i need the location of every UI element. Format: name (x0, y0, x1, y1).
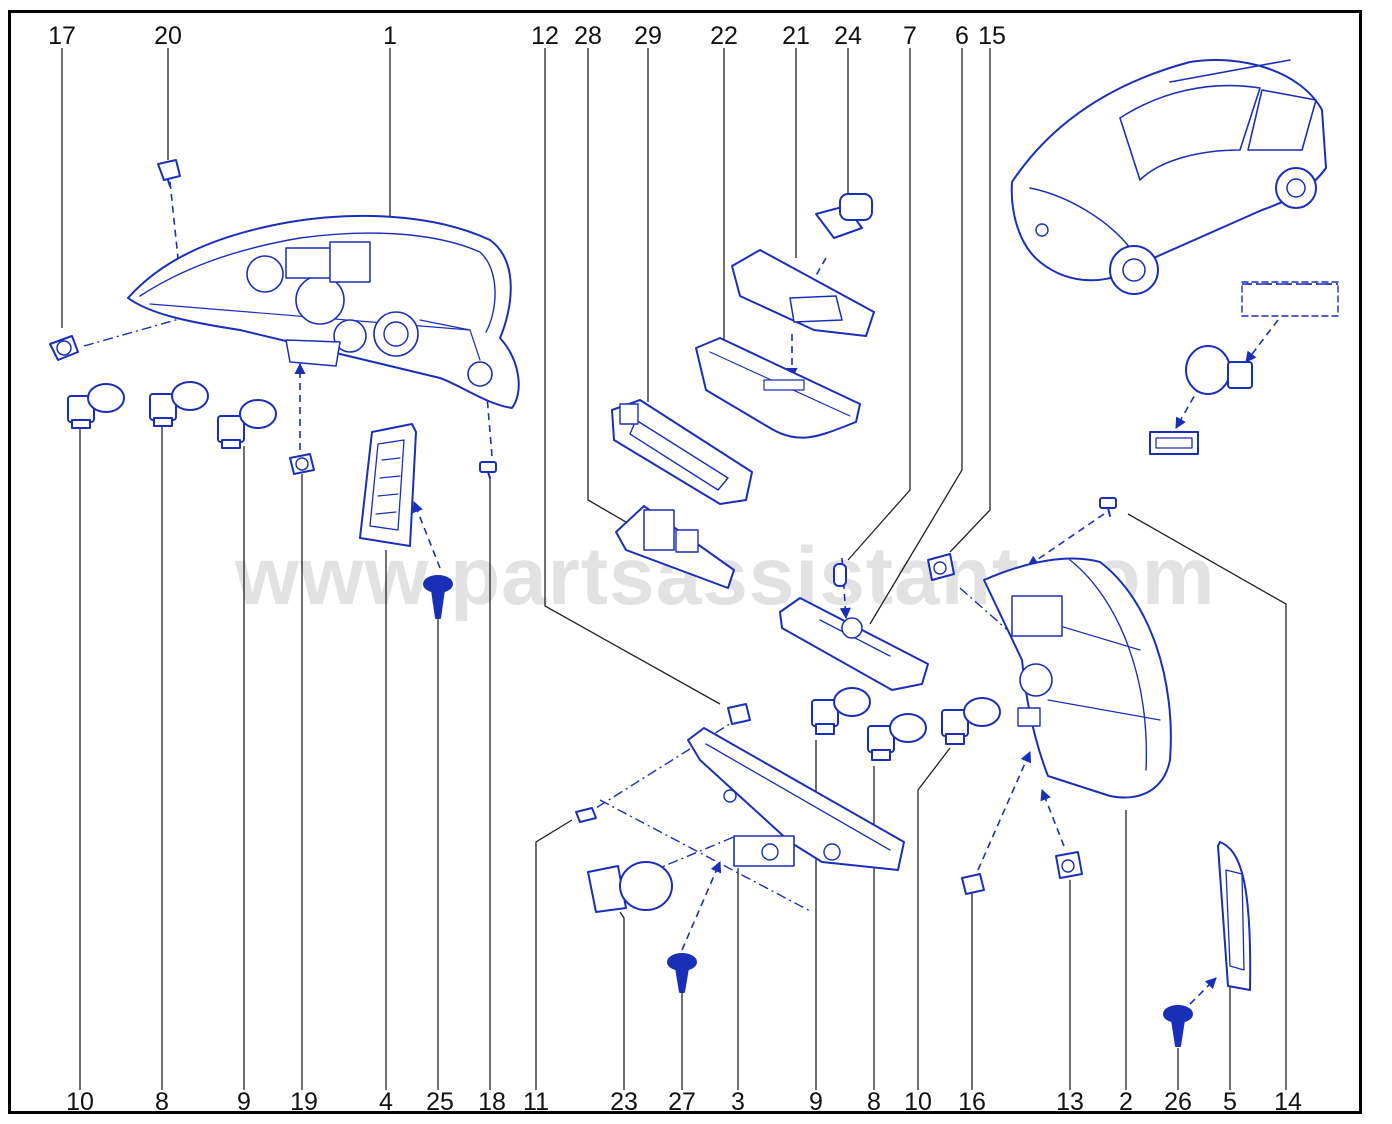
part-23-bulb (587, 861, 673, 913)
callout-21: 21 (782, 22, 810, 50)
callout-17: 17 (48, 22, 76, 50)
callout-8-right: 8 (867, 1088, 881, 1116)
callout-7: 7 (903, 22, 917, 50)
part-19-clip (289, 453, 315, 475)
callout-14: 14 (1274, 1088, 1302, 1116)
part-26-screw (1163, 1005, 1193, 1047)
callout-10-right: 10 (904, 1088, 932, 1116)
part-8-bulb-right (867, 713, 927, 761)
part-10-bulb-left (67, 383, 125, 429)
part-6-lamp (779, 597, 929, 691)
part-4-side-reflector (359, 423, 417, 547)
part-10-bulb-right (941, 697, 1001, 745)
part-1-headlamp (127, 214, 520, 409)
callout-9-left: 9 (237, 1088, 251, 1116)
callout-5: 5 (1223, 1088, 1237, 1116)
callout-15: 15 (978, 22, 1006, 50)
callout-6: 6 (955, 22, 969, 50)
callout-11: 11 (523, 1088, 549, 1116)
leader-lines (61, 48, 1287, 1090)
part-22-housing (695, 337, 861, 439)
callout-29: 29 (634, 22, 662, 50)
part-9-bulb-right (811, 687, 871, 735)
callout-12: 12 (531, 22, 559, 50)
callout-27: 27 (668, 1088, 696, 1116)
callout-2: 2 (1119, 1088, 1133, 1116)
part-25-screw (423, 575, 453, 619)
callout-9-right: 9 (809, 1088, 823, 1116)
part-20-clip (157, 159, 181, 187)
part-8-bulb-left (149, 381, 209, 427)
label-placeholder-box (1241, 281, 1339, 317)
part-3-rear-trim (687, 727, 905, 871)
vehicle-illustration (1010, 59, 1327, 295)
part-16-clip (961, 873, 985, 895)
callout-23: 23 (610, 1088, 638, 1116)
part-14-screw (1099, 497, 1117, 517)
callout-28: 28 (574, 22, 602, 50)
callout-16: 16 (958, 1088, 986, 1116)
diagram-frame (8, 10, 1362, 1114)
callout-4: 4 (379, 1088, 393, 1116)
callout-8-left: 8 (155, 1088, 169, 1116)
callout-10-left: 10 (66, 1088, 94, 1116)
part-28-plate-lamp (615, 505, 735, 589)
part-17-clip (49, 335, 79, 361)
part-2-rear-lamp (983, 557, 1172, 799)
part-7-bulb (833, 563, 847, 587)
part-24-bulb-holder (815, 193, 873, 239)
part-11-screw (575, 807, 597, 823)
part-9-bulb-left (217, 399, 277, 449)
part-21-bracket (731, 249, 875, 337)
callout-19: 19 (290, 1088, 318, 1116)
callout-18: 18 (478, 1088, 506, 1116)
callout-25: 25 (426, 1088, 454, 1116)
part-5-reflector-strip (1217, 841, 1252, 991)
callout-20: 20 (154, 22, 182, 50)
part-15-clip (927, 553, 955, 581)
parts (49, 59, 1339, 1047)
part-29-lens-frame (611, 399, 753, 505)
part-18-screw (479, 461, 497, 479)
callout-24: 24 (834, 22, 862, 50)
part-12-clip (727, 703, 751, 725)
callout-26: 26 (1164, 1088, 1192, 1116)
part-27-screw (667, 953, 697, 993)
callout-22: 22 (710, 22, 738, 50)
bulb-detail (1149, 345, 1253, 455)
callout-13: 13 (1056, 1088, 1084, 1116)
callout-1: 1 (383, 22, 397, 50)
callout-3: 3 (731, 1088, 745, 1116)
part-13-clip (1055, 851, 1083, 879)
